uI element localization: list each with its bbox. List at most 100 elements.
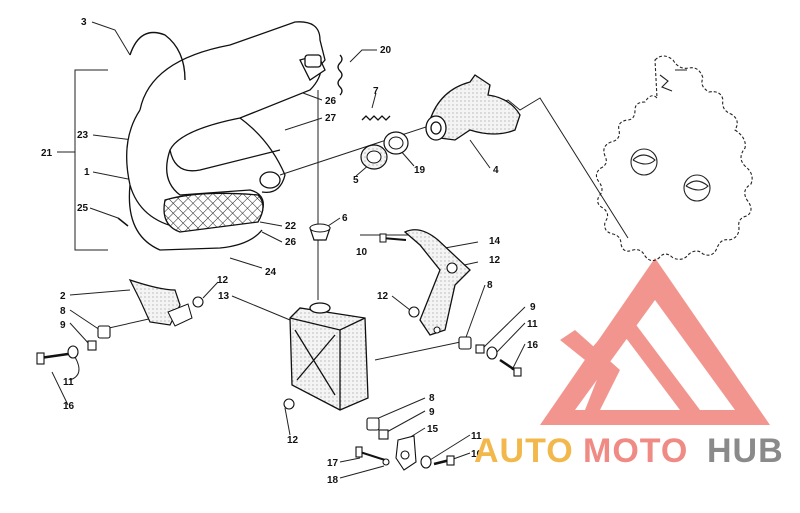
- gasket-19-hole: [388, 136, 404, 150]
- callout-15: 15: [427, 424, 439, 435]
- spacer-8c: [366, 417, 380, 431]
- tank-stiffener: [294, 329, 336, 396]
- assembly-line-bracket: [374, 339, 471, 361]
- leader-16b: [511, 343, 526, 371]
- callout-11: 11: [471, 431, 482, 442]
- leader-25: [89, 207, 119, 219]
- bracket-21: [57, 69, 108, 251]
- tank-inlet: [309, 302, 331, 314]
- callout-24: 24: [265, 267, 277, 278]
- leader-7: [371, 92, 377, 109]
- callout-5: 5: [353, 175, 359, 186]
- leader-23: [92, 134, 134, 141]
- bushing-9a: [87, 340, 97, 351]
- engine-outline: [595, 55, 753, 262]
- callout-8: 8: [429, 393, 435, 404]
- fasteners: [36, 217, 522, 471]
- callout-26: 26: [285, 237, 297, 248]
- leader-lines: [51, 21, 629, 479]
- leader-13: [231, 295, 291, 321]
- engine-port-bottom-detail: [685, 180, 709, 191]
- exhaust-manifold: [425, 74, 521, 141]
- leader-4: [469, 139, 491, 169]
- nut-12a: [446, 262, 458, 274]
- leader-14: [444, 241, 479, 249]
- bolt-10-head: [379, 233, 387, 243]
- washer-11b: [486, 346, 498, 360]
- callout-13: 13: [218, 291, 230, 302]
- bolt-17-head: [355, 446, 363, 458]
- leader-24: [229, 257, 263, 269]
- manifold-body: [429, 74, 521, 141]
- callout-25: 25: [77, 203, 89, 214]
- heat-shield-mesh: [163, 192, 264, 233]
- leader-11a: [69, 356, 80, 381]
- engine-port-bottom: [683, 174, 711, 202]
- callout-labels: 3 20 7 26 27 23 21 1 5 19 4 25 22 6 26 2…: [41, 17, 539, 486]
- callout-19: 19: [414, 165, 426, 176]
- watermark-moto: MOTO: [583, 432, 688, 470]
- logo-right-stroke: [590, 310, 700, 410]
- watermark-logo: [540, 258, 770, 425]
- leader-8a: [69, 309, 101, 331]
- callout-20: 20: [380, 45, 392, 56]
- bracket-14-hole: [433, 326, 441, 334]
- leader-11c: [429, 434, 471, 461]
- engine-case-outline: [595, 55, 753, 262]
- spacer-8a: [97, 325, 111, 339]
- chamber-outlet-end: [259, 171, 281, 189]
- leader-12b: [391, 295, 411, 311]
- callout-27: 27: [325, 113, 337, 124]
- leader-2: [69, 289, 131, 296]
- callout-8: 8: [487, 280, 493, 291]
- callout-2: 2: [60, 291, 66, 302]
- bolt-16a-head: [36, 352, 45, 365]
- chamber-seam: [169, 149, 281, 172]
- callout-17: 17: [327, 458, 339, 469]
- leader-8c: [373, 397, 426, 421]
- callout-11: 11: [527, 319, 538, 330]
- tank-body: [289, 307, 369, 411]
- spring-hook-3: [129, 31, 186, 81]
- leader-3: [91, 21, 131, 56]
- leader-20: [349, 49, 377, 63]
- callout-1: 1: [84, 167, 90, 178]
- bushing-9b: [475, 344, 485, 354]
- grommet-6-top: [309, 223, 331, 233]
- mount-2: [128, 278, 181, 326]
- callout-16: 16: [471, 449, 483, 460]
- spring-7: [361, 115, 391, 121]
- callout-16: 16: [527, 340, 539, 351]
- callout-12: 12: [217, 275, 229, 286]
- callout-12: 12: [287, 435, 299, 446]
- resonator-tank: [289, 302, 369, 411]
- washer-18: [382, 458, 390, 466]
- callout-8: 8: [60, 306, 66, 317]
- callout-4: 4: [493, 165, 499, 176]
- leader-16a: [51, 371, 69, 406]
- callout-11: 11: [63, 377, 74, 388]
- leader-8b: [464, 284, 486, 341]
- grommet-26: [304, 54, 322, 68]
- logo-left-stroke: [560, 330, 620, 410]
- engine-top-detail: [659, 69, 687, 92]
- leader-9b: [482, 306, 526, 349]
- clip-25: [117, 217, 129, 227]
- nut-12d: [283, 398, 295, 410]
- leader-26a: [302, 92, 323, 101]
- leader-17: [339, 457, 361, 463]
- callout-3: 3: [81, 17, 87, 28]
- callout-9: 9: [429, 407, 435, 418]
- callout-22: 22: [285, 221, 297, 232]
- mount-plate: [167, 303, 193, 327]
- callout-12: 12: [377, 291, 389, 302]
- nut-12c: [192, 296, 204, 308]
- expansion-chamber: [126, 21, 326, 251]
- spring-20: [337, 54, 343, 96]
- nut-12b: [408, 306, 420, 318]
- leader-1: [92, 171, 134, 181]
- washer-11a: [67, 345, 79, 359]
- callout-12: 12: [489, 255, 501, 266]
